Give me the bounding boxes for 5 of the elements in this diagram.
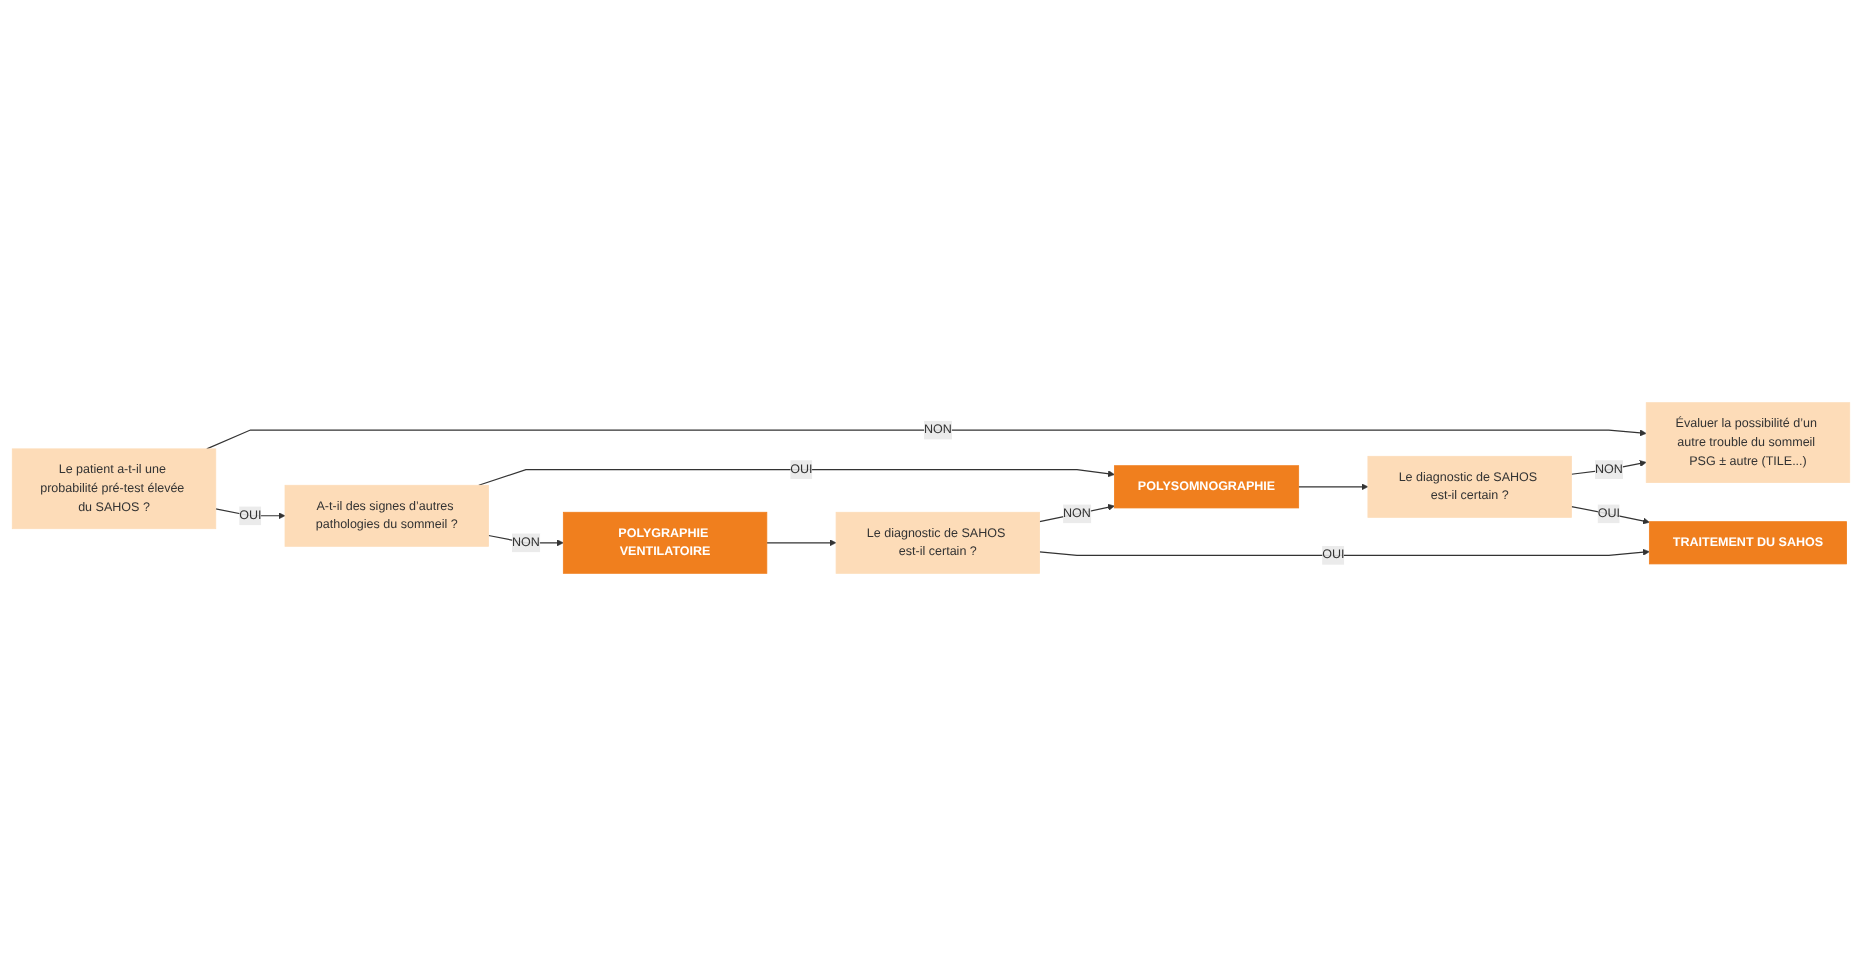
arrow: [766, 539, 837, 547]
arrow: [478, 469, 1115, 486]
arrow: [206, 429, 1647, 450]
arrow: [1039, 548, 1650, 556]
arrow: [1298, 483, 1369, 491]
